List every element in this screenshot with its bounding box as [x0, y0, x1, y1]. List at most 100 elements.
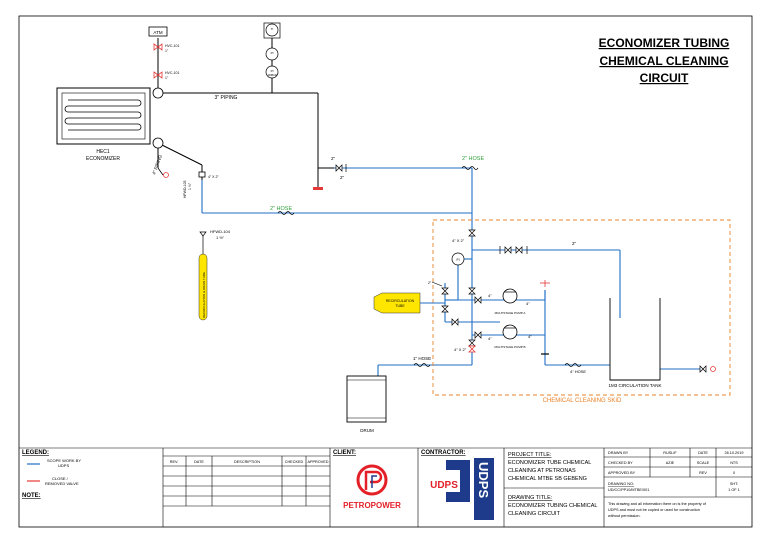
- tank-label: 1M3 CIRCULATION TANK: [608, 383, 661, 388]
- title-line-3: CIRCUIT: [640, 71, 689, 85]
- header-2in-label: 2": [572, 241, 577, 246]
- project-line-1: ECONOMIZER TUBE CHEMICAL: [508, 460, 591, 466]
- rev-col-checked: CHECKED: [285, 460, 304, 464]
- tank-outlet-valve: [699, 365, 707, 373]
- skid-4x2-top-label: 4" X 2": [452, 238, 465, 243]
- pressure-gauge-1: [265, 47, 279, 61]
- drawing-title-line-2: CLEANING CIRCUIT: [508, 511, 561, 517]
- project-heading: PROJECT TITLE:: [508, 452, 552, 458]
- scale-label: SCALE: [697, 461, 710, 465]
- client-name: PETROPOWER: [343, 501, 401, 510]
- sheet-label: SHT:: [730, 482, 738, 486]
- pump-b-label: MULTISTAGE PUMP B: [494, 345, 525, 349]
- rev-col-description: DESCRIPTION: [234, 460, 260, 464]
- rev-col-rev: REV.: [170, 460, 179, 464]
- hose-symbols: [277, 166, 582, 367]
- contractor-logo-vertical: UDPS: [476, 462, 491, 498]
- client-heading: CLIENT:: [333, 450, 356, 456]
- tank-outlet-closed: [710, 366, 716, 372]
- disclaimer-line-1: This drawing and all information there o…: [608, 502, 707, 506]
- pump-4in-d: 4": [528, 334, 532, 339]
- scale-value: NTS: [730, 461, 738, 465]
- legend-heading: LEGEND:: [22, 450, 49, 456]
- hfwd-104-valve: [199, 231, 207, 237]
- pump-4in-c: 4": [488, 336, 492, 341]
- vent-valve-2-size: 1": [165, 76, 169, 80]
- rev-value: 0: [733, 471, 735, 475]
- closed-cap-1: [163, 172, 169, 178]
- skid-1in-label: 2": [428, 281, 432, 285]
- pump-a-label: MULTISTAGE PUMP A: [495, 311, 526, 315]
- date-value: 26.10.2019: [724, 451, 743, 455]
- flow-indicator-label: FI: [456, 258, 459, 262]
- vent-valve-1: [153, 43, 163, 51]
- economizer: [56, 87, 164, 149]
- recirculation-drain-tube-label: RECIRCULATION & DRAIN TUBE: [202, 272, 206, 318]
- flow-indicator: [451, 252, 465, 266]
- hfwd-104-tag: HFWD-104: [210, 229, 231, 234]
- branch-2in-bottom: 2": [340, 175, 345, 180]
- contractor-heading: CONTRACTOR:: [421, 450, 466, 456]
- rev-label: REV: [699, 471, 707, 475]
- recirculation-tube: [373, 292, 421, 314]
- drawing-border: [18, 15, 753, 528]
- closed-cap-2: [313, 187, 323, 190]
- circulation-tank: [609, 298, 661, 381]
- vent-valve-2: [153, 71, 163, 79]
- pump-b: [502, 324, 518, 340]
- legend-closed-1: CLOSE /: [52, 476, 69, 481]
- note-heading: NOTE:: [22, 493, 41, 499]
- drawing-no-value: UD/CC/PP10/MTBE/001: [608, 488, 649, 492]
- legend-scope-1: SCOPE WORK BY: [47, 458, 81, 463]
- hfwd-103-tag: HFWD-103: [183, 180, 187, 198]
- pressure-gauge-sub: 100BAR: [267, 74, 277, 77]
- drawing-title-line-1: ECONOMIZER TUBING CHEMICAL: [508, 503, 597, 509]
- pump-suction-valves: [441, 287, 482, 347]
- legend-closed-2: REMOVED VALVE: [45, 481, 79, 486]
- reducer-4x2: [198, 171, 206, 178]
- project-line-2: CLEANING AT PETRONAS: [508, 468, 576, 474]
- petropower-logo: [356, 464, 388, 496]
- branch-2in-top: 2": [331, 156, 336, 161]
- approved-by-label: APPROVED BY: [608, 471, 636, 475]
- pressure-gauge-1-label: PI: [271, 51, 274, 55]
- hose-4in-label: 4" HOSE: [570, 369, 586, 374]
- closed-cap-1-line: [157, 167, 164, 176]
- recirculation-tube-line-1: RECIRCULATION: [386, 299, 415, 303]
- skid-inlet-valve-top: [468, 229, 476, 237]
- branch-valve: [335, 164, 347, 172]
- economizer-label-1: HEC1: [96, 149, 110, 155]
- hose-2in-mid-label: 2" HOSE: [270, 206, 292, 212]
- skid-4x2-bot-label: 4" X 2": [454, 347, 467, 352]
- drawn-by-value: RUSLIF: [663, 451, 677, 455]
- title-line-1: ECONOMIZER TUBING: [599, 36, 730, 50]
- contractor-logo-text: UDPS: [430, 480, 458, 491]
- legend-scope-2: UDPS: [58, 463, 69, 468]
- closed-valves-skid: [468, 280, 550, 353]
- skid-drain-pointer: [431, 281, 443, 287]
- pump-4in-b: 4": [526, 301, 530, 306]
- drawing-title-heading: DRAWING TITLE:: [508, 495, 553, 501]
- udps-logo: [446, 458, 494, 520]
- drawing-title: ECONOMIZER TUBING CHEMICAL CLEANING CIRC…: [599, 36, 730, 85]
- temperature-gauge: [263, 22, 281, 39]
- skid-label: CHEMICAL CLEANING SKID: [543, 398, 622, 404]
- drum: [346, 375, 387, 423]
- title-block-lines: [19, 447, 752, 527]
- checked-by-value: AZIE: [666, 461, 675, 465]
- hose-1in-label: 1" HOSE: [413, 356, 431, 361]
- rev-col-approved: APPROVED: [307, 460, 328, 464]
- header-valves: [499, 246, 528, 254]
- scope-piping: [201, 167, 705, 376]
- rev-col-date: DATE: [194, 460, 204, 464]
- project-line-3: CHEMICAL MTBE SB GEBENG: [508, 476, 587, 482]
- temperature-gauge-label: TI: [271, 27, 274, 31]
- atm-label: ATM: [153, 30, 162, 35]
- reducer-label: 4" X 2": [208, 175, 219, 179]
- disclaimer-line-3: without permission.: [608, 514, 641, 518]
- existing-piping: [157, 37, 334, 188]
- drawing-no-label: DRAWING NO:: [608, 482, 634, 486]
- atm-box: [148, 26, 168, 37]
- pressure-gauge-2: [265, 65, 279, 79]
- drawn-by-label: DRAWN BY: [608, 451, 629, 455]
